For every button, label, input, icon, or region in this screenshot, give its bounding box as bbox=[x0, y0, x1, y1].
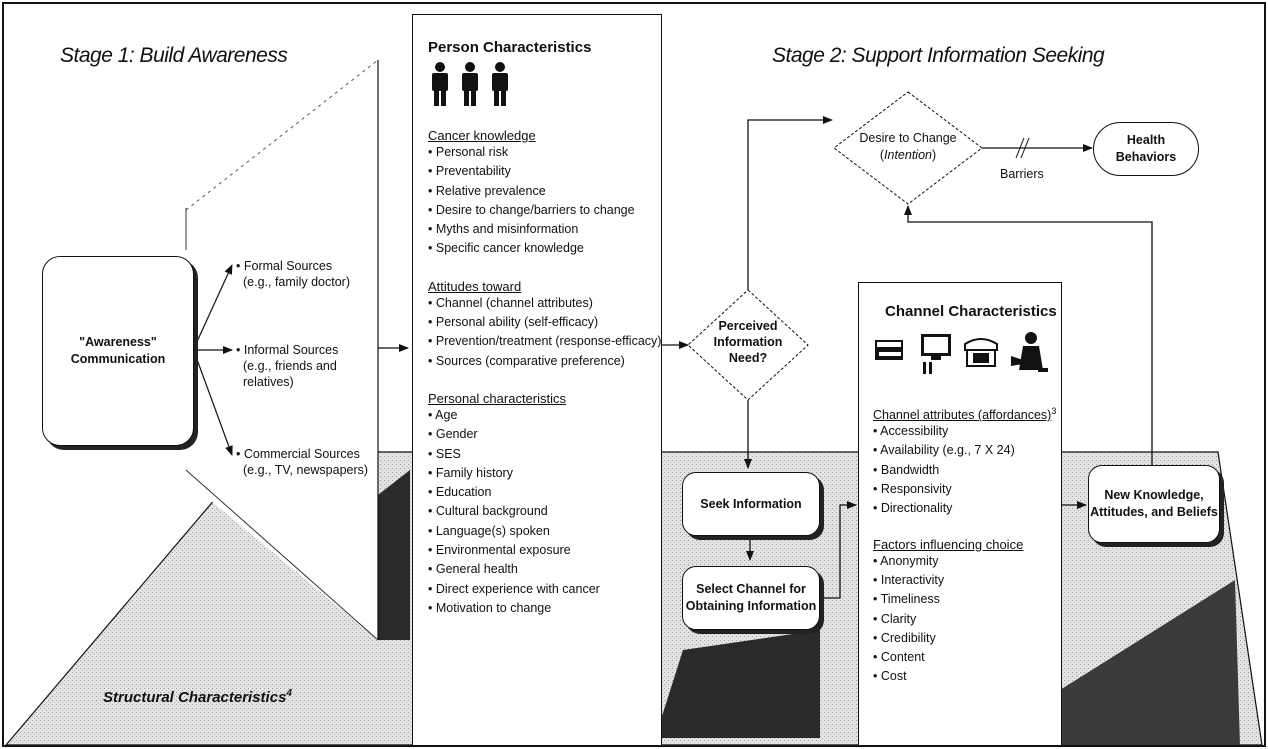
list-item: Sources (comparative preference) bbox=[428, 352, 661, 371]
list-item: Directionality bbox=[873, 499, 1061, 518]
list-item: Specific cancer knowledge bbox=[428, 239, 661, 258]
telephone-icon bbox=[964, 338, 998, 367]
list-item: Credibility bbox=[873, 629, 1061, 648]
book-icon bbox=[875, 340, 903, 360]
personal-characteristics-list: Age Gender SES Family history Education … bbox=[428, 406, 661, 618]
list-item: Gender bbox=[428, 425, 661, 444]
list-item: Education bbox=[428, 483, 661, 502]
cancer-knowledge-heading: Cancer knowledge bbox=[428, 128, 536, 143]
perceived-need-line1: Perceived bbox=[718, 319, 778, 333]
select-channel-box: Select Channel for Obtaining Information bbox=[682, 566, 820, 630]
list-item: Age bbox=[428, 406, 661, 425]
attitudes-heading: Attitudes toward bbox=[428, 278, 522, 294]
commercial-sources-title: Commercial Sources bbox=[243, 447, 360, 461]
list-item: Prevention/treatment (response-efficacy) bbox=[428, 332, 662, 351]
structural-label: Structural Characteristics4 bbox=[103, 688, 292, 706]
formal-sources-detail: (e.g., family doctor) bbox=[243, 275, 350, 289]
health-behaviors-box: Health Behaviors bbox=[1093, 122, 1199, 176]
list-item: Family history bbox=[428, 464, 661, 483]
select-channel-line2: Obtaining Information bbox=[685, 599, 817, 613]
commercial-sources-detail: (e.g., TV, newspapers) bbox=[243, 463, 369, 477]
perceived-need-label: Perceived Information Need? bbox=[698, 318, 798, 366]
formal-sources-title: Formal Sources bbox=[243, 259, 333, 273]
list-item: Personal ability (self-efficacy) bbox=[428, 313, 661, 332]
factors-heading: Factors influencing choice bbox=[873, 536, 1024, 552]
channel-attributes-list: Accessibility Availability (e.g., 7 X 24… bbox=[873, 422, 1061, 518]
new-knowledge-line2: Attitudes, and Beliefs bbox=[1090, 505, 1218, 519]
list-item: Clarity bbox=[873, 610, 1061, 629]
awareness-communication-box: "Awareness" Communication bbox=[42, 256, 194, 446]
desire-line1: Desire to Change bbox=[859, 131, 957, 145]
stage1-wall bbox=[186, 60, 378, 640]
perceived-need-line3: Need? bbox=[728, 351, 768, 365]
informal-sources-detail: (e.g., friends and relatives) bbox=[243, 359, 337, 389]
perceived-need-line2: Information bbox=[713, 335, 783, 349]
commercial-sources: • Commercial Sources (e.g., TV, newspape… bbox=[236, 446, 381, 478]
shadow-person bbox=[378, 470, 410, 640]
list-item: Desire to change/barriers to change bbox=[428, 201, 661, 220]
list-item: Environmental exposure bbox=[428, 541, 661, 560]
list-item: SES bbox=[428, 445, 661, 464]
list-item: Relative prevalence bbox=[428, 182, 661, 201]
person-characteristics-box: Person Characteristics Cancer knowledge … bbox=[412, 14, 662, 746]
computer-icon bbox=[921, 334, 951, 374]
person-figure-icon bbox=[432, 62, 508, 106]
list-item: Interactivity bbox=[873, 571, 1061, 590]
channel-characteristics-box: Channel Characteristics Channel attribut… bbox=[858, 282, 1062, 746]
channel-attributes-text: Channel attributes (affordances) bbox=[873, 408, 1052, 423]
desire-diamond bbox=[833, 91, 983, 205]
informal-sources: • Informal Sources (e.g., friends and re… bbox=[236, 342, 366, 390]
channel-attributes-superscript: 3 bbox=[1051, 406, 1057, 416]
channel-attributes-heading: Channel attributes (affordances)3 bbox=[873, 406, 1061, 422]
barriers-label: Barriers bbox=[1000, 167, 1044, 181]
new-knowledge-line1: New Knowledge, bbox=[1104, 488, 1204, 502]
list-item: Bandwidth bbox=[873, 461, 1061, 480]
select-channel-line1: Select Channel for bbox=[696, 582, 806, 596]
list-item: Anonymity bbox=[873, 552, 1061, 571]
stage1-title: Stage 1: Build Awareness bbox=[60, 44, 288, 67]
list-item: Preventability bbox=[428, 162, 661, 181]
new-knowledge-box: New Knowledge, Attitudes, and Beliefs bbox=[1088, 465, 1220, 543]
desire-label: Desire to Change (Intention) bbox=[846, 130, 970, 164]
speaker-person-icon bbox=[1011, 332, 1048, 372]
shadow-channel bbox=[1055, 580, 1240, 745]
people-icons bbox=[428, 62, 661, 106]
structural-text: Structural Characteristics bbox=[103, 689, 287, 706]
stage2-title: Stage 2: Support Information Seeking bbox=[772, 44, 1105, 67]
list-item: Responsivity bbox=[873, 480, 1061, 499]
list-item: Motivation to change bbox=[428, 599, 661, 618]
awareness-line1: "Awareness" bbox=[79, 335, 157, 349]
structural-superscript: 4 bbox=[286, 688, 292, 699]
health-line2: Behaviors bbox=[1115, 150, 1177, 164]
personal-characteristics-heading: Personal characteristics bbox=[428, 390, 566, 406]
list-item: Accessibility bbox=[873, 422, 1061, 441]
list-item: Availability (e.g., 7 X 24) bbox=[873, 441, 1061, 460]
list-item: Timeliness bbox=[873, 590, 1061, 609]
awareness-line2: Communication bbox=[70, 352, 166, 366]
channel-icons-svg bbox=[875, 332, 1048, 374]
desire-line2: Intention bbox=[884, 148, 932, 162]
list-item: General health bbox=[428, 560, 661, 579]
list-item: Channel (channel attributes) bbox=[428, 294, 661, 313]
shadow-select bbox=[655, 630, 820, 738]
channel-icons bbox=[873, 330, 1061, 380]
list-item: Content bbox=[873, 648, 1061, 667]
seek-information-box: Seek Information bbox=[682, 472, 820, 536]
list-item: Myths and misinformation bbox=[428, 220, 661, 239]
factors-list: Anonymity Interactivity Timeliness Clari… bbox=[873, 552, 1061, 687]
person-title: Person Characteristics bbox=[428, 39, 592, 56]
attitudes-list: Channel (channel attributes) Personal ab… bbox=[428, 294, 662, 371]
informal-sources-title: Informal Sources bbox=[243, 343, 339, 357]
formal-sources: • Formal Sources (e.g., family doctor) bbox=[236, 258, 376, 290]
channel-title: Channel Characteristics bbox=[885, 303, 1057, 320]
list-item: Cultural background bbox=[428, 502, 661, 521]
list-item: Direct experience with cancer bbox=[428, 580, 661, 599]
list-item: Personal risk bbox=[428, 143, 661, 162]
health-line1: Health bbox=[1126, 133, 1166, 147]
cancer-knowledge-list: Personal risk Preventability Relative pr… bbox=[428, 143, 661, 259]
list-item: Cost bbox=[873, 667, 1061, 686]
list-item: Language(s) spoken bbox=[428, 522, 661, 541]
